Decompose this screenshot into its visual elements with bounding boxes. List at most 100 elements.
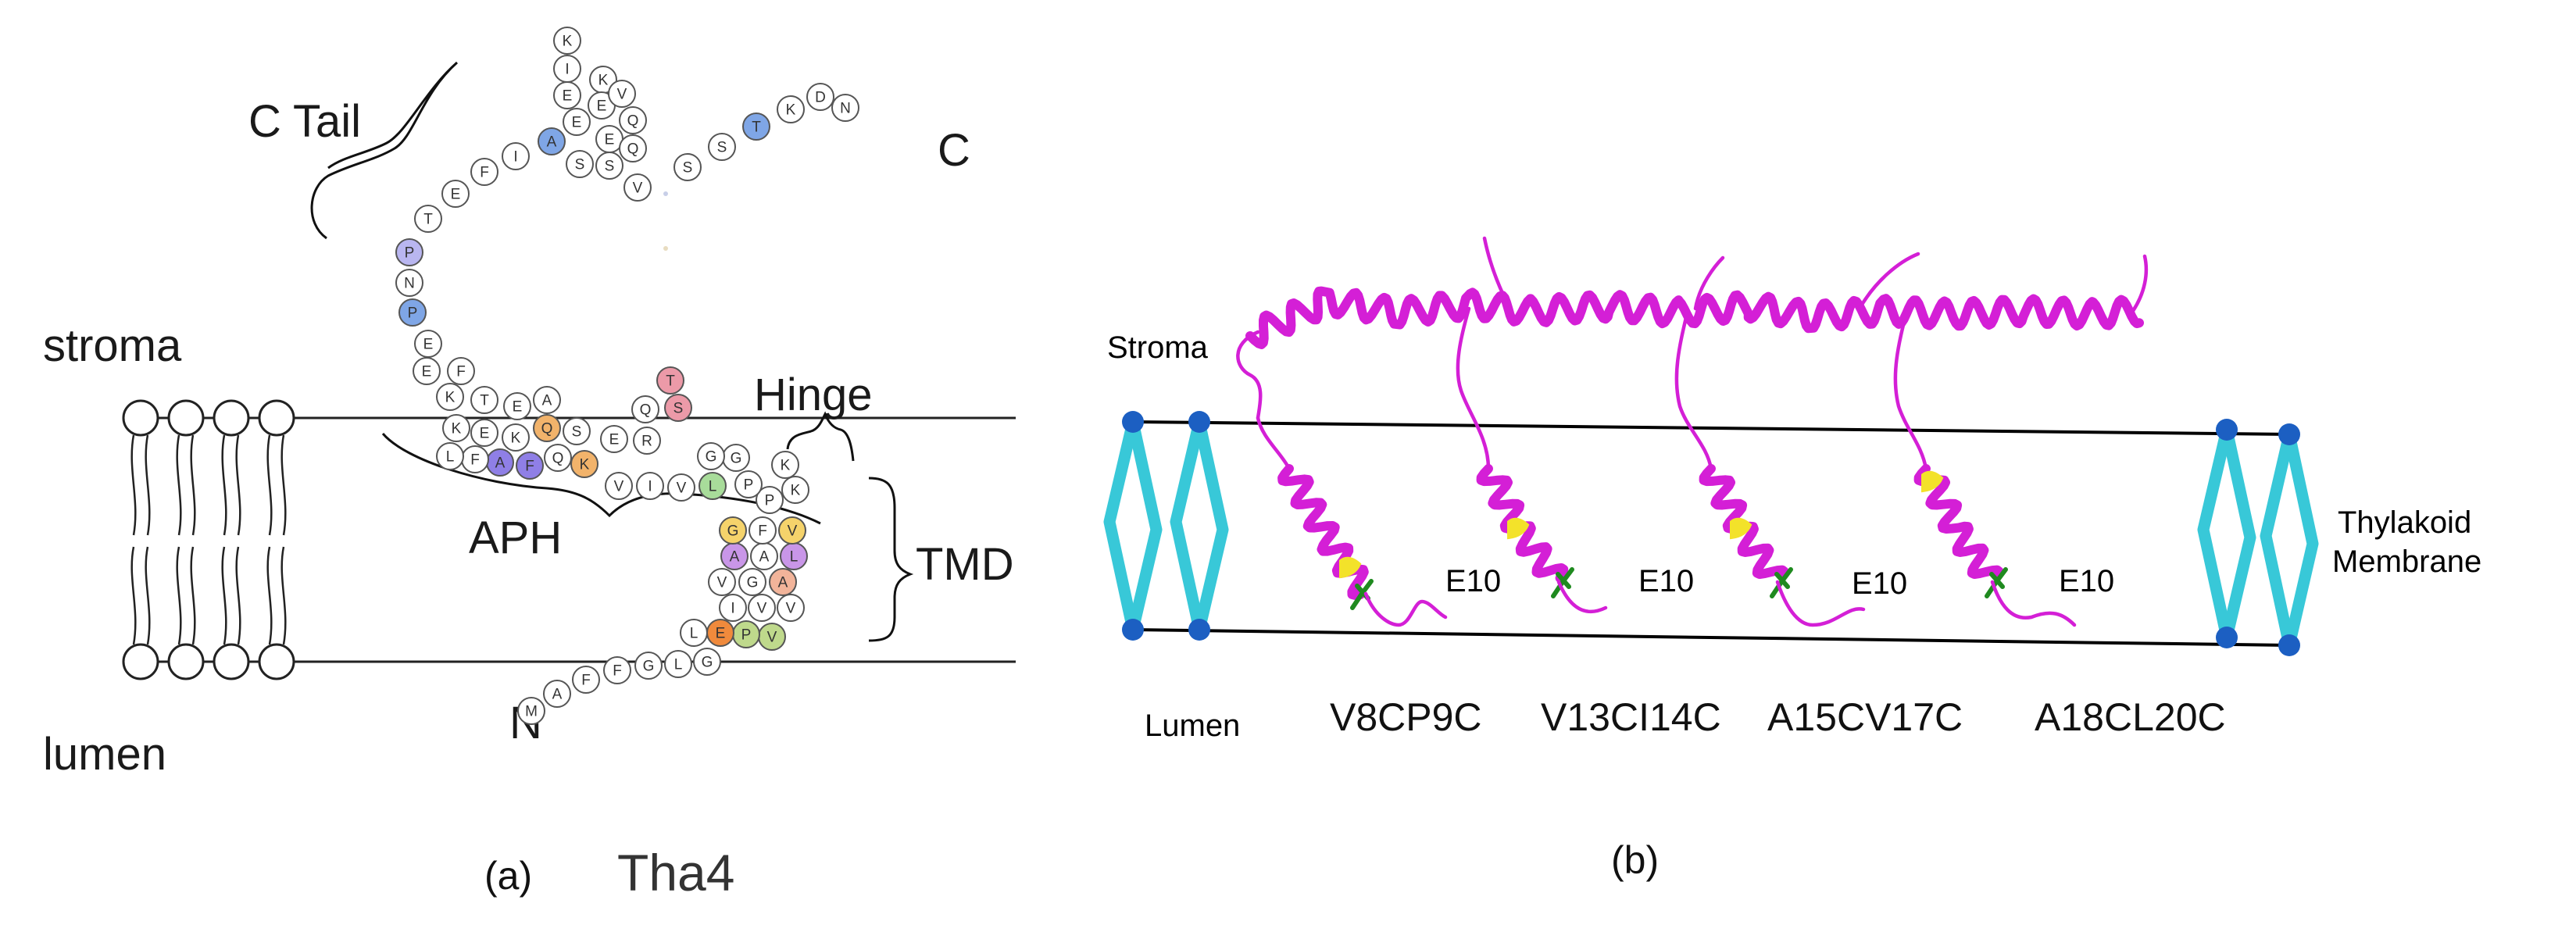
residue: A: [769, 568, 797, 596]
residue-letter: F: [581, 673, 591, 689]
residue-circle: [738, 568, 766, 596]
residue: E: [413, 357, 441, 385]
residue-circle: [470, 419, 498, 447]
residue: V: [667, 473, 695, 502]
residue-letter: K: [580, 457, 590, 473]
residue-circle: [533, 386, 561, 414]
residue: P: [734, 470, 763, 498]
lipid-tail-icon: [130, 546, 137, 645]
residue-letter: K: [781, 458, 791, 474]
e10-label: E10: [1445, 564, 1501, 598]
residue: P: [756, 486, 784, 514]
residue: G: [693, 648, 721, 676]
residue: E: [414, 330, 442, 358]
e10-sidechain: [1985, 567, 2008, 598]
residue-letter: P: [408, 305, 418, 322]
residue-circle: [777, 594, 805, 622]
residue: D: [806, 83, 834, 111]
residue: V: [605, 472, 633, 500]
residue-circle: [697, 442, 725, 470]
residue-letter: D: [815, 90, 826, 106]
residue-circle: [503, 392, 531, 420]
residue-circle: [436, 442, 464, 470]
residue-circle: [631, 395, 659, 423]
lipid-tail: [1193, 416, 1229, 636]
residue: V: [708, 568, 736, 596]
residue-circle: [633, 427, 661, 455]
helix-models: [1236, 236, 2149, 627]
residue: E: [706, 619, 734, 647]
c-tail-label: C Tail: [248, 96, 361, 147]
residue-circle: [781, 476, 809, 504]
helix-coil: [1775, 580, 1866, 627]
hinge-label: Hinge: [754, 370, 873, 420]
panel-a-tha4-topology: stroma lumen C Tail Hinge APH TMD N C MA…: [43, 27, 1016, 902]
lipid-molecule: [1103, 411, 1163, 641]
residue-circle: [398, 298, 427, 327]
residue-circle: [742, 112, 770, 141]
residue: E: [595, 125, 623, 153]
residue-letter: V: [614, 479, 624, 495]
caption-b-letter: (b): [1611, 838, 1659, 882]
lipid-molecules: [1103, 411, 2319, 656]
residue: G: [719, 516, 747, 545]
residue-letter: L: [690, 626, 698, 642]
residue-letter: K: [786, 102, 796, 119]
residue-letter: F: [758, 523, 767, 540]
residue: G: [722, 444, 750, 472]
residue: E: [588, 91, 616, 120]
residue-letter: T: [423, 212, 433, 228]
residue-letter: S: [673, 401, 684, 417]
residue: K: [442, 414, 470, 442]
lipid-tail-icon: [176, 546, 182, 645]
residue: Q: [619, 106, 647, 134]
lipid-tail: [2197, 423, 2233, 644]
helix-coil: [1857, 252, 1920, 311]
faint-dot: [663, 191, 668, 196]
residue: F: [470, 158, 498, 186]
lumen-label: lumen: [43, 729, 166, 780]
residue: K: [781, 476, 809, 504]
residue-circle: [544, 444, 572, 472]
residue-circle: [673, 153, 702, 181]
residue-circle: [749, 516, 777, 545]
residue: K: [570, 450, 598, 478]
residue-circle: [395, 238, 423, 266]
residue-letter: T: [480, 393, 489, 409]
residue-letter: G: [727, 523, 739, 540]
residue: G: [738, 568, 766, 596]
helix-coil: [1482, 236, 1510, 307]
residue-letter: V: [677, 480, 687, 497]
residue: V: [608, 80, 636, 108]
residue-letter: Q: [640, 402, 652, 419]
helix-coil: [1893, 310, 1928, 471]
residue: N: [831, 94, 859, 122]
residue-letter: L: [446, 449, 455, 466]
lipid-tail-icon: [221, 546, 227, 645]
residue-letter: A: [778, 575, 788, 591]
lipid-tail-icon: [190, 546, 196, 645]
residue: S: [595, 152, 623, 180]
residue-letter: E: [609, 432, 620, 448]
residue-circle: [413, 357, 441, 385]
residue: A: [543, 680, 571, 708]
residue: S: [566, 150, 594, 178]
residue: F: [516, 452, 544, 480]
residue-circle: [748, 594, 776, 622]
residue-circle: [664, 650, 692, 678]
lipid-head: [2278, 423, 2300, 445]
residue-letter: I: [731, 601, 734, 617]
lipid-head: [1188, 619, 1210, 641]
cysteine-highlight: [1339, 556, 1362, 579]
lipid-tail: [2260, 428, 2296, 652]
lipid-tail-icon: [280, 434, 287, 536]
helix-ribbon: [1245, 286, 2144, 349]
residue-circle: [771, 451, 799, 479]
residue-circle: [517, 697, 545, 725]
lipid-tail: [1127, 416, 1163, 636]
residue: L: [680, 619, 708, 647]
residue: F: [749, 516, 777, 545]
lipid-head: [1188, 411, 1210, 433]
residue: T: [414, 205, 442, 233]
residue-letter: G: [702, 655, 713, 671]
